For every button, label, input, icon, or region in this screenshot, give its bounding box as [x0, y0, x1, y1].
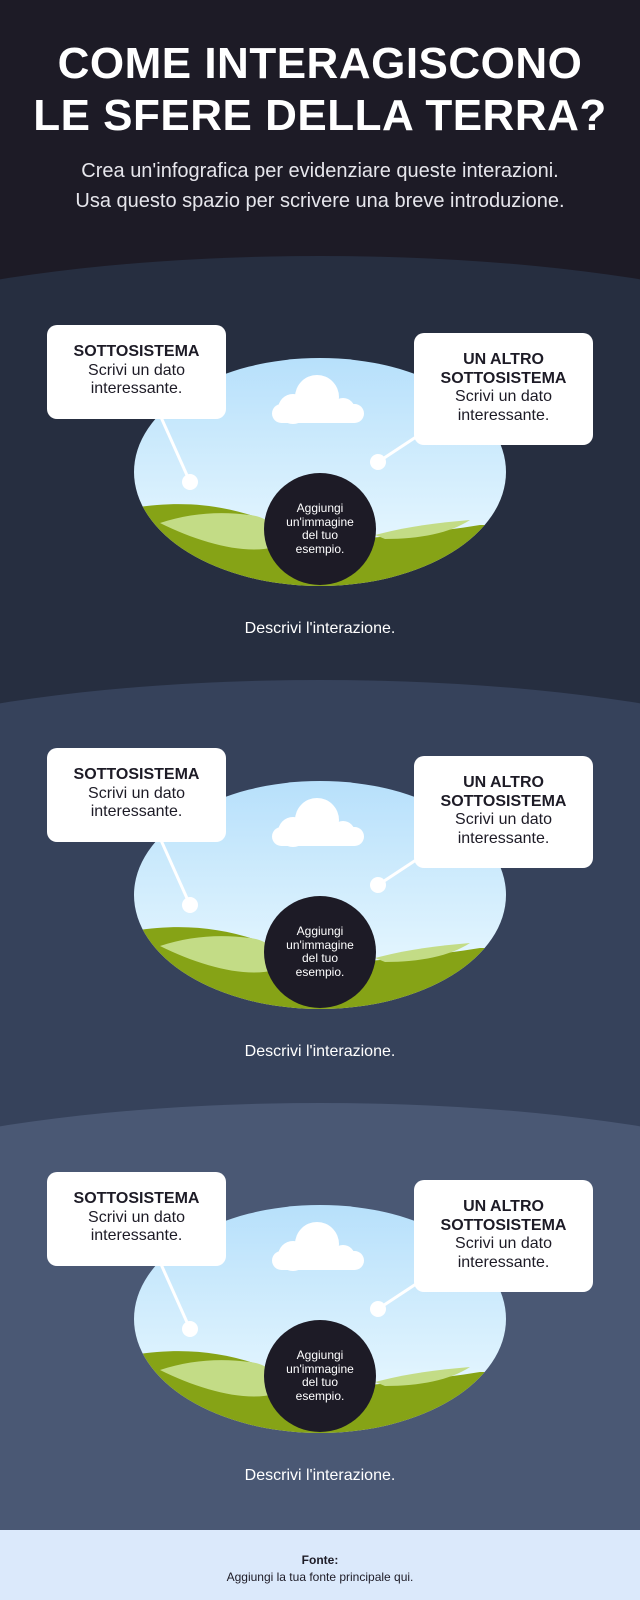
badge-text-line: esempio.	[295, 964, 345, 979]
image-placeholder-badge: Aggiungi un'immagine del tuo esempio.	[264, 1320, 376, 1432]
card-text-line: Scrivi un dato	[88, 361, 185, 379]
interaction-description: Descrivi l'interazione.	[244, 620, 396, 637]
title-line-2: LE SFERE DELLA TERRA?	[33, 91, 607, 140]
image-placeholder-badge: Aggiungi un'immagine del tuo esempio.	[264, 473, 376, 585]
badge-text-line: Aggiungi	[296, 1348, 344, 1362]
subsystem-card-right: UN ALTRO SOTTOSISTEMA Scrivi un dato int…	[414, 756, 593, 868]
card-text-line: interessante.	[457, 1253, 550, 1271]
badge-text-line: un'immagine	[286, 1361, 354, 1376]
intro-text: Crea un'infografica per evidenziare ques…	[30, 156, 610, 216]
interaction-description: Descrivi l'interazione.	[244, 1043, 396, 1060]
cloud-icon	[272, 798, 364, 847]
connector-dot-right	[370, 1301, 386, 1317]
interaction-section-1: SOTTOSISTEMA Scrivi un dato interessante…	[0, 325, 640, 645]
card-heading: UN ALTRO	[463, 774, 544, 791]
card-heading: SOTTOSISTEMA	[73, 1190, 200, 1207]
card-heading: SOTTOSISTEMA	[440, 369, 567, 387]
connector-line-left	[158, 1261, 192, 1330]
connector-line-left	[158, 837, 192, 906]
badge-text-line: un'immagine	[286, 514, 354, 529]
page-title: COME INTERAGISCONO LE SFERE DELLA TERRA?	[0, 38, 640, 142]
card-text-line: Scrivi un dato	[455, 811, 552, 828]
badge-text-line: del tuo	[301, 951, 339, 965]
card-text-line: interessante.	[457, 406, 550, 424]
card-heading: SOTTOSISTEMA	[440, 792, 567, 810]
badge-text-line: del tuo	[301, 1375, 339, 1389]
intro-line-1: Crea un'infografica per evidenziare ques…	[81, 160, 559, 182]
card-heading: SOTTOSISTEMA	[73, 343, 200, 360]
card-heading: UN ALTRO	[463, 351, 544, 368]
card-text-line: Scrivi un dato	[88, 784, 185, 802]
badge-text-line: Aggiungi	[296, 501, 344, 515]
card-heading: SOTTOSISTEMA	[73, 766, 200, 783]
card-text-line: interessante.	[90, 380, 183, 397]
connector-dot-left	[182, 474, 198, 490]
badge-text-line: Aggiungi	[296, 924, 344, 938]
intro-line-2: Usa questo spazio per scrivere una breve…	[75, 190, 565, 212]
grass-light	[375, 520, 470, 539]
subsystem-card-right: UN ALTRO SOTTOSISTEMA Scrivi un dato int…	[414, 1180, 593, 1292]
grass-light	[160, 513, 279, 550]
interaction-section-3: SOTTOSISTEMA Scrivi un dato interessante…	[0, 1172, 640, 1492]
connector-dot-right	[370, 454, 386, 470]
interaction-description: Descrivi l'interazione.	[244, 1467, 396, 1484]
card-text-line: interessante.	[90, 1227, 183, 1244]
title-line-1: COME INTERAGISCONO	[57, 39, 583, 88]
source-label: Fonte:	[301, 1553, 339, 1567]
cloud-icon	[272, 375, 364, 424]
subsystem-card-right: UN ALTRO SOTTOSISTEMA Scrivi un dato int…	[414, 333, 593, 445]
card-heading: SOTTOSISTEMA	[440, 1216, 567, 1234]
connector-dot-left	[182, 1321, 198, 1337]
subsystem-card-left: SOTTOSISTEMA Scrivi un dato interessante…	[47, 1172, 226, 1266]
badge-text-line: esempio.	[295, 1388, 345, 1403]
card-text-line: interessante.	[457, 829, 550, 847]
cloud-icon	[272, 1222, 364, 1271]
card-text-line: Scrivi un dato	[88, 1208, 185, 1226]
grass-light	[375, 1367, 470, 1386]
badge-text-line: esempio.	[295, 541, 345, 556]
badge-text-line: del tuo	[301, 528, 339, 542]
grass-light	[375, 943, 470, 962]
source-text: Aggiungi la tua fonte principale qui.	[226, 1570, 414, 1584]
connector-line-left	[158, 414, 192, 483]
subsystem-card-left: SOTTOSISTEMA Scrivi un dato interessante…	[47, 325, 226, 419]
badge-text-line: un'immagine	[286, 937, 354, 952]
source-footer: Fonte: Aggiungi la tua fonte principale …	[0, 1530, 640, 1600]
connector-dot-left	[182, 897, 198, 913]
card-text-line: Scrivi un dato	[455, 388, 552, 405]
image-placeholder-badge: Aggiungi un'immagine del tuo esempio.	[264, 896, 376, 1008]
card-text-line: interessante.	[90, 803, 183, 820]
card-text-line: Scrivi un dato	[455, 1235, 552, 1252]
grass-light	[160, 936, 279, 973]
card-heading: UN ALTRO	[463, 1198, 544, 1215]
grass-light	[160, 1360, 279, 1397]
connector-dot-right	[370, 877, 386, 893]
subsystem-card-left: SOTTOSISTEMA Scrivi un dato interessante…	[47, 748, 226, 842]
interaction-section-2: SOTTOSISTEMA Scrivi un dato interessante…	[0, 748, 640, 1068]
